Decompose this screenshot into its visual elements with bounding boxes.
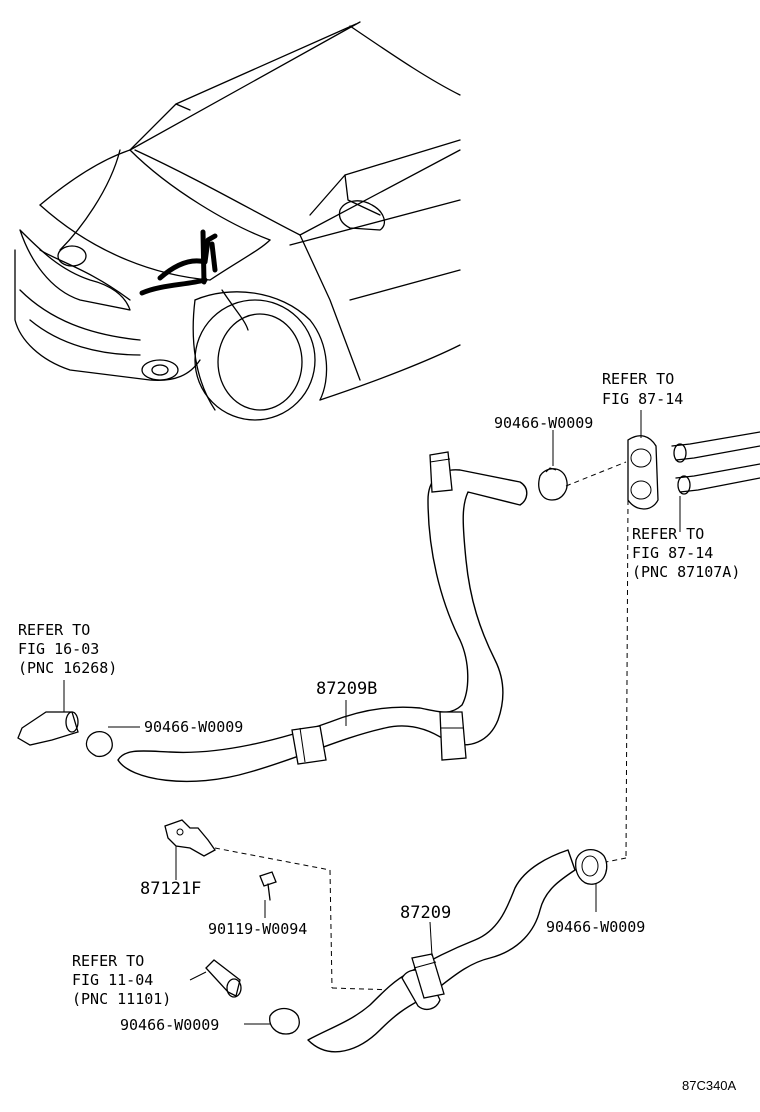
clamp-bottom-part-number: 90466-W0009 — [120, 1016, 219, 1034]
clamp-top-part-number: 90466-W0009 — [494, 414, 593, 432]
refer-left-line2: FIG 16-03 — [18, 640, 99, 658]
bolt-part-number: 90119-W0094 — [208, 920, 307, 938]
labels: REFER TO FIG 87-14 90466-W0009 REFER TO … — [18, 370, 740, 1093]
bracket-part-number: 87121F — [140, 879, 201, 899]
link-right-vertical — [625, 499, 629, 859]
refer-left-line1: REFER TO — [18, 621, 90, 639]
figure-code: 87C340A — [682, 1078, 737, 1093]
pipe-fitting-bottom — [189, 959, 300, 1035]
refer-left-line3: (PNC 16268) — [18, 659, 117, 677]
hose-87209 — [307, 849, 608, 1053]
hose-87209b — [117, 451, 528, 783]
refer-top-line1: REFER TO — [602, 370, 674, 388]
clamp-top — [538, 430, 568, 501]
hose-lower-part-number: 87209 — [400, 903, 451, 923]
refer-bottom-line2: FIG 11-04 — [72, 971, 153, 989]
refer-right-line3: (PNC 87107A) — [632, 563, 740, 581]
refer-right-line1: REFER TO — [632, 525, 704, 543]
heater-pipes — [627, 410, 760, 532]
link-right-horizontal — [605, 857, 627, 863]
clamp-right-part-number: 90466-W0009 — [546, 918, 645, 936]
link-clamp-top — [565, 461, 627, 487]
clamp-left-part-number: 90466-W0009 — [144, 718, 243, 736]
refer-right-line2: FIG 87-14 — [632, 544, 713, 562]
refer-bottom-line3: (PNC 11101) — [72, 990, 171, 1008]
pipe-fitting-left — [17, 680, 140, 758]
car-illustration — [14, 21, 461, 421]
refer-top-line2: FIG 87-14 — [602, 390, 683, 408]
hose-upper-part-number: 87209B — [316, 679, 377, 699]
refer-bottom-line1: REFER TO — [72, 952, 144, 970]
bracket-87121f — [164, 819, 396, 991]
